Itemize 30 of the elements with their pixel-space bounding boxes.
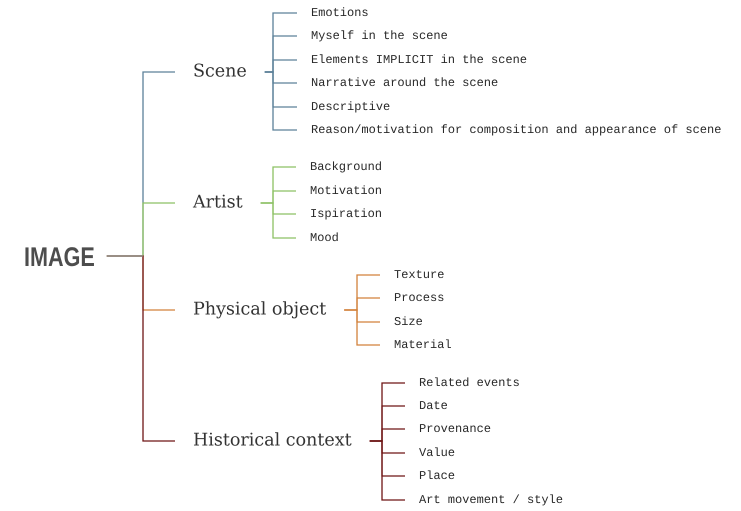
item-label: Related events: [420, 377, 519, 386]
item-label: Motivation: [310, 185, 381, 194]
item-label: Date: [420, 401, 448, 410]
item-label: Art movement / style: [419, 494, 562, 506]
connector-line: [264, 71, 297, 131]
item-label: Myself in the scene: [312, 30, 448, 42]
item-label: Provenance: [420, 424, 490, 432]
item-label: Mood: [310, 232, 338, 242]
topic-label: IMAGE: [25, 247, 94, 266]
subtopic-label: Artist: [192, 194, 243, 208]
item-label: Texture: [394, 270, 444, 278]
item-label: Material: [394, 339, 451, 348]
item-label: Ispiration: [311, 208, 381, 220]
item-label: Size: [394, 316, 422, 326]
item-label: Elements IMPLICIT in the scene: [312, 54, 526, 64]
connector-line: [106, 255, 143, 257]
item-label: Place: [420, 470, 454, 480]
connector-line: [344, 309, 380, 346]
subtopic-label: Scene: [194, 64, 246, 77]
item-label: Background: [310, 161, 381, 172]
item-label: Reason/motivation for composition and appearance of scene: [312, 124, 721, 136]
item-label: Process: [394, 293, 444, 302]
item-label: Emotions: [312, 7, 368, 16]
item-label: Descriptive: [312, 101, 390, 112]
connector-line: [260, 202, 296, 239]
subtopic-label: Historical context: [194, 432, 352, 446]
subtopic-label: Physical object: [194, 301, 326, 318]
item-label: Narrative around the scene: [312, 77, 498, 86]
item-label: Value: [419, 447, 454, 456]
connector-line: [370, 440, 405, 501]
